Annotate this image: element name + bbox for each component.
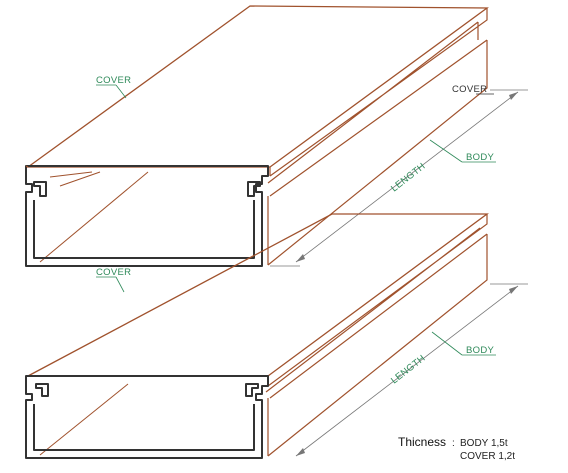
- bottom-cover-label-text: COVER: [96, 267, 131, 278]
- thickness-title: Thicness: [398, 435, 446, 449]
- bottom-body-label: BODY: [431, 331, 496, 356]
- bottom-duct: [25, 213, 489, 459]
- top-cover-edges: [267, 8, 488, 197]
- top-end-profile: [25, 165, 269, 267]
- top-body-floor-line: [39, 171, 149, 263]
- thickness-separator: :: [452, 438, 455, 449]
- thickness-body-value: BODY 1,5t: [460, 438, 508, 449]
- bottom-body-label-text: BODY: [466, 345, 494, 356]
- thickness-note: Thicness : BODY 1,5t COVER 1,2t: [398, 435, 515, 462]
- top-cover-side-label: COVER: [452, 84, 494, 95]
- bottom-body-floor-line: [39, 383, 129, 456]
- top-duct: [25, 5, 489, 267]
- top-length-dimension: [270, 89, 528, 267]
- top-cover-label-text: COVER: [96, 75, 131, 86]
- bottom-body-right-wall: [267, 234, 488, 457]
- bottom-cover-label: COVER: [96, 267, 131, 293]
- thickness-cover-value: COVER 1,2t: [460, 451, 515, 462]
- top-cover-surface: [25, 5, 489, 168]
- bottom-end-profile: [25, 375, 269, 459]
- bottom-length-dimension: [295, 283, 528, 457]
- bottom-length-label: LENGTH: [389, 353, 428, 387]
- top-body-label: BODY: [429, 139, 496, 163]
- top-cover-side-label-text: COVER: [452, 84, 487, 95]
- top-cover-inner-line: [49, 171, 101, 187]
- top-cover-label: COVER: [96, 75, 131, 99]
- top-body-right-wall: [267, 40, 488, 266]
- top-body-label-text: BODY: [466, 152, 494, 163]
- top-cover-back-edge: [25, 165, 29, 168]
- bottom-cover-surface: [27, 213, 489, 377]
- top-length-label: LENGTH: [389, 161, 428, 195]
